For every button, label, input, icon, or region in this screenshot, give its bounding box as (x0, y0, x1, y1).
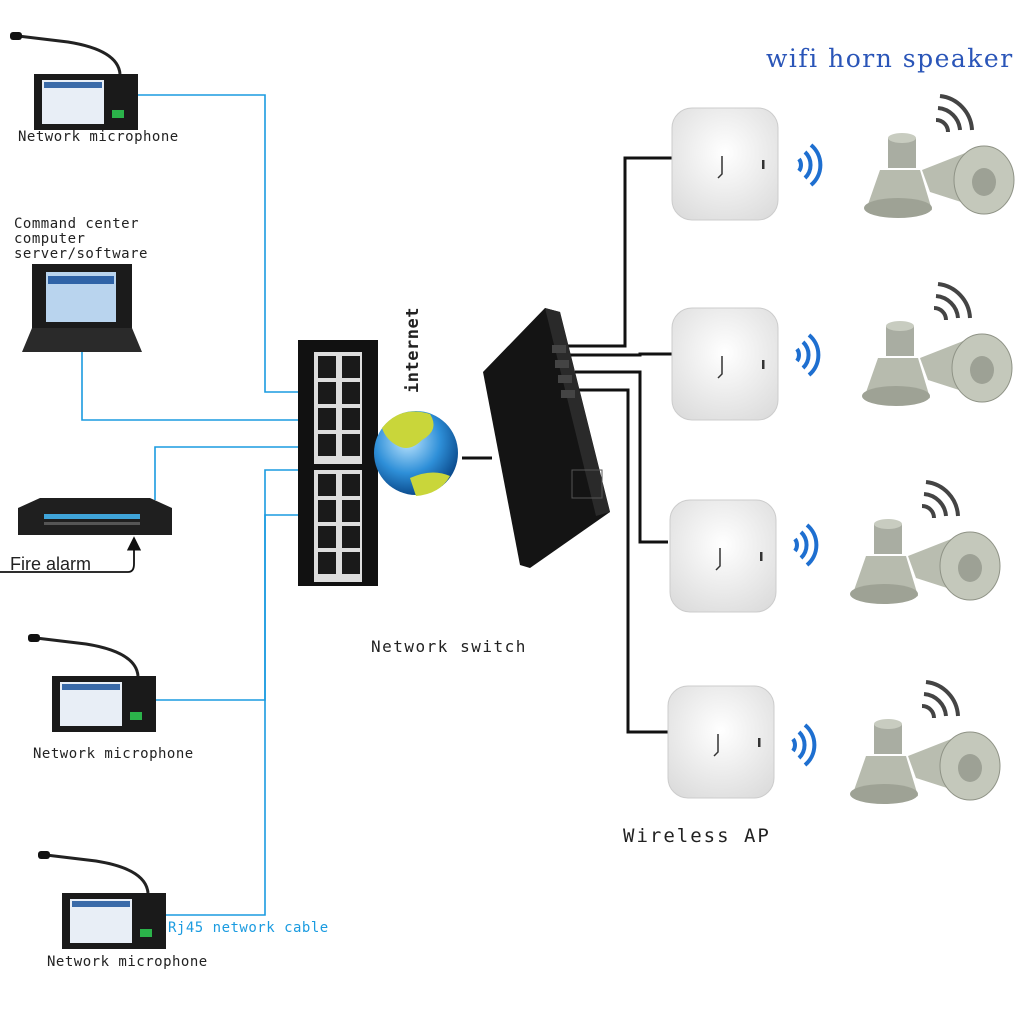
network-microphone-mid-icon (26, 632, 158, 734)
diagram-title: wifi horn speaker (766, 44, 1014, 73)
horn-speaker-1-icon (862, 94, 1016, 220)
command-center-label-2: computer (14, 231, 86, 247)
cable-label: Rj45 network cable (168, 920, 329, 936)
network-microphone-bottom-icon (36, 849, 168, 951)
command-center-computer-icon (22, 264, 142, 352)
network-switch-label: Network switch (371, 637, 527, 656)
horn-speaker-3-icon (848, 480, 1002, 606)
wireless-ap-label: Wireless AP (623, 825, 771, 847)
mic-bottom-label: Network microphone (47, 954, 208, 970)
wifi-signal-1-icon (797, 143, 823, 187)
wireless-ap-3-icon (669, 499, 777, 613)
wireless-ap-2-icon (671, 307, 779, 421)
command-center-label-1: Command center (14, 216, 140, 232)
fire-alarm-label: Fire alarm (10, 554, 92, 574)
globe-icon (374, 411, 458, 496)
wifi-signal-3-icon (793, 523, 819, 567)
internet-label: internet (402, 307, 423, 393)
horn-speaker-2-icon (860, 282, 1014, 408)
ap-cables (462, 156, 672, 734)
wifi-signal-4-icon (791, 723, 817, 767)
wireless-ap-1-icon (671, 107, 779, 221)
network-microphone-top-icon (8, 30, 140, 132)
wifi-signal-2-icon (795, 333, 821, 377)
mic-top-label: Network microphone (18, 129, 179, 145)
fire-alarm-panel-icon (18, 498, 172, 535)
mic-mid-label: Network microphone (33, 746, 194, 762)
rj45-cables (81, 94, 320, 916)
patch-panel-icon (298, 340, 378, 586)
horn-speaker-4-icon (848, 680, 1002, 806)
poe-switch-icon (483, 308, 610, 568)
command-center-label-3: server/software (14, 246, 148, 262)
wireless-ap-4-icon (667, 685, 775, 799)
